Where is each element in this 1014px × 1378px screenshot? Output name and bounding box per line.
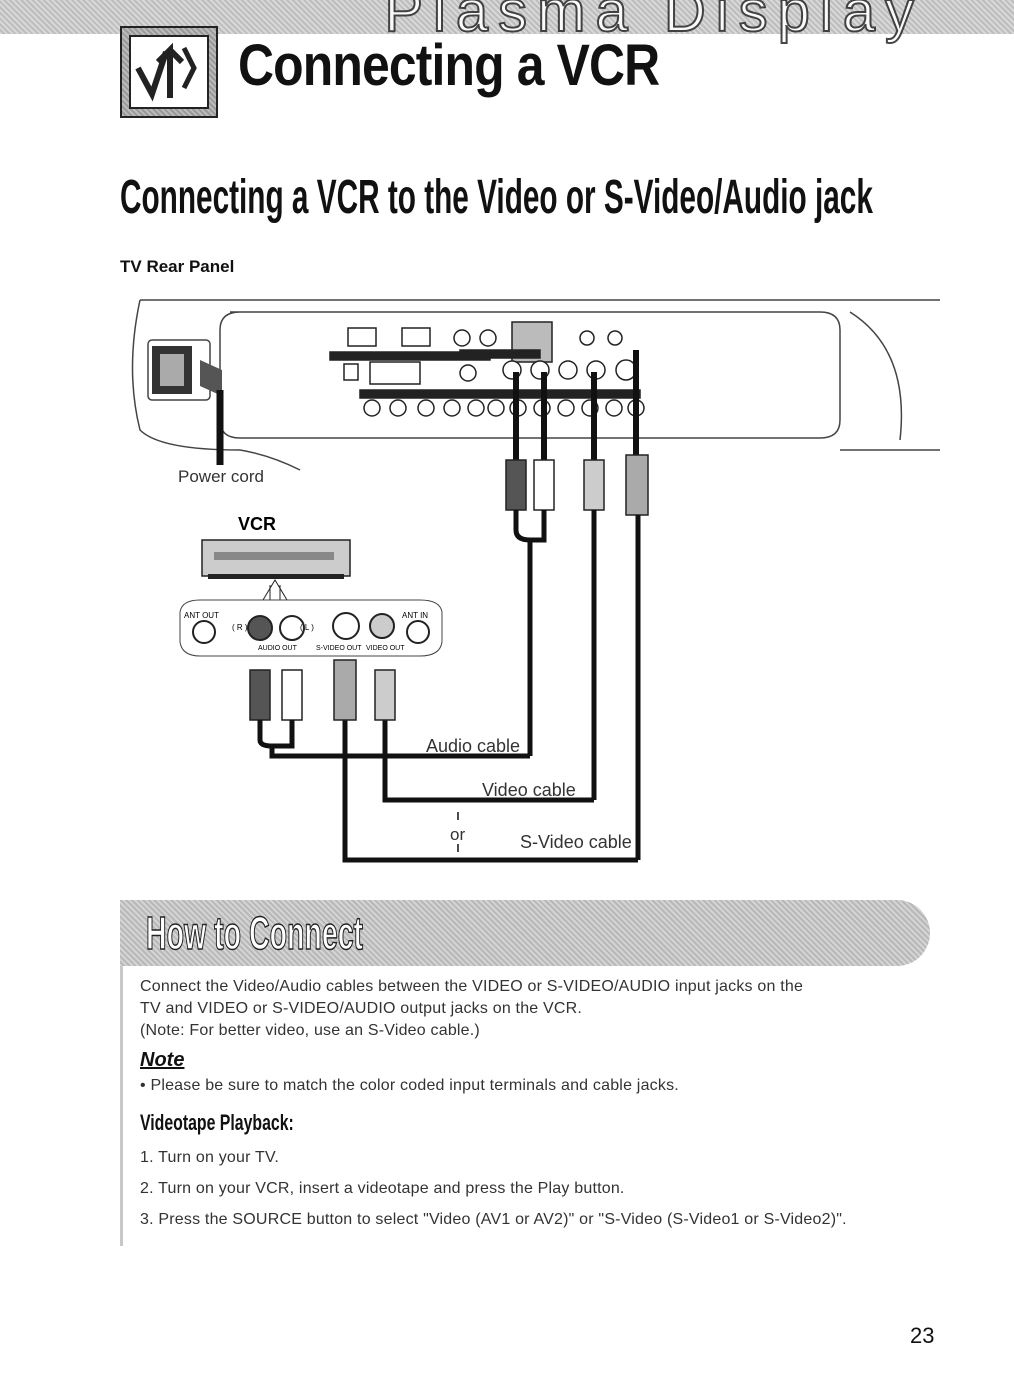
- vcr-ant-in-label: ANT IN: [402, 611, 428, 620]
- tv-side-cables: [513, 350, 639, 460]
- playback-step-2: 2. Turn on your VCR, insert a videotape …: [140, 1180, 625, 1197]
- vcr-audio-out-label: AUDIO OUT: [258, 645, 298, 652]
- tv-cable-plugs: [505, 454, 649, 516]
- cable-routes: [269, 510, 641, 863]
- how-to-connect-banner: [120, 900, 930, 966]
- vcr-svideo-out-label: S-VIDEO OUT: [316, 645, 362, 652]
- vcr-label: VCR: [238, 514, 276, 534]
- connection-diagram: Power cord VCR ANT OUT ANT IN ( R ) ( L …: [131, 299, 940, 863]
- vcr-l-label: ( L ): [300, 623, 314, 632]
- playback-step-3: 3. Press the SOURCE button to select "Vi…: [140, 1211, 847, 1228]
- audio-cable-label: Audio cable: [426, 736, 520, 756]
- instruction-line-2: TV and VIDEO or S-VIDEO/AUDIO output jac…: [140, 1000, 583, 1017]
- section-logo-icon: [120, 26, 218, 118]
- vcr-r-label: ( R ): [232, 623, 248, 632]
- instruction-line-1: Connect the Video/Audio cables between t…: [140, 978, 804, 995]
- vcr-ant-out-label: ANT OUT: [184, 611, 219, 620]
- vcr-video-out-label: VIDEO OUT: [366, 645, 405, 652]
- tv-jacks: [329, 321, 641, 399]
- how-to-connect-title: How to Connect: [146, 906, 364, 960]
- page-title: Connecting a VCR: [238, 33, 660, 98]
- power-cord-label: Power cord: [178, 467, 264, 486]
- tv-rear-panel-label: TV Rear Panel: [120, 257, 235, 276]
- tv-rear-panel: [131, 299, 940, 471]
- vcr-device-icon: [201, 539, 351, 606]
- page-number: 23: [910, 1323, 935, 1348]
- instruction-line-3: (Note: For better video, use an S-Video …: [140, 1022, 480, 1039]
- svideo-cable-label: S-Video cable: [520, 832, 632, 852]
- note-heading: Note: [140, 1049, 185, 1071]
- tv-jacks-bottom: [363, 399, 645, 417]
- video-cable-label: Video cable: [482, 780, 576, 800]
- banner-text: Plasma Display: [383, 0, 924, 45]
- vcr-side-cables: [257, 720, 295, 749]
- note-bullet: • Please be sure to match the color code…: [140, 1077, 679, 1094]
- section-title: Connecting a VCR to the Video or S-Video…: [120, 171, 873, 224]
- vcr-back-panel: [179, 599, 443, 657]
- vcr-cable-plugs: [249, 659, 396, 721]
- or-label: or: [450, 825, 465, 844]
- power-plug-icon: [152, 346, 224, 465]
- videotape-playback-heading: Videotape Playback:: [140, 1110, 294, 1135]
- how-to-connect-body: [120, 966, 923, 1246]
- playback-step-1: 1. Turn on your TV.: [140, 1149, 279, 1166]
